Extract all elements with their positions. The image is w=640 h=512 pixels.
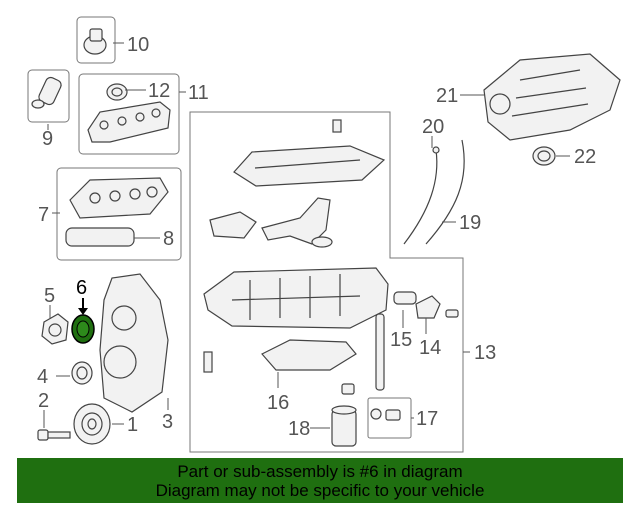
throttle-body-seal-part [532, 146, 556, 166]
box-part-10 [76, 16, 116, 64]
intake-manifold-part [483, 53, 621, 141]
callout-22: 22 [574, 146, 596, 168]
dipstick-part [403, 139, 465, 245]
callout-2: 2 [38, 390, 49, 412]
timing-cover-part [99, 273, 169, 413]
banner-line-2: Diagram may not be specific to your vehi… [155, 481, 485, 500]
oil-cooler-adapter-part [393, 291, 459, 319]
callout-4: 4 [37, 366, 48, 388]
pcv-valve-part [31, 76, 62, 109]
oil-pump-pickup-part [209, 197, 333, 248]
oil-level-sensor-part [341, 313, 385, 395]
callout-9: 9 [42, 128, 53, 150]
intake-manifold-gasket-part [65, 177, 169, 247]
front-housing-part [41, 313, 69, 345]
lower-oil-pan-part [261, 339, 357, 371]
oil-filter-part [331, 405, 357, 447]
callout-3: 3 [162, 411, 173, 433]
box-part-9 [27, 69, 70, 123]
callout-labels: 10 9 12 11 7 8 5 6 4 2 1 3 13 14 15 16 1… [37, 34, 596, 440]
callout-17: 17 [416, 408, 438, 430]
leader-lines [43, 42, 570, 429]
balancer-bolt-part [37, 429, 71, 441]
parts-diagram: 10 9 12 11 7 8 5 6 4 2 1 3 13 14 15 16 1… [27, 16, 621, 453]
callout-8: 8 [163, 228, 174, 250]
part-info-banner: Part or sub-assembly is #6 in diagram Di… [17, 458, 623, 503]
callout-18: 18 [288, 418, 310, 440]
callout-6-highlighted: 6 [76, 277, 87, 299]
callout-13: 13 [474, 342, 496, 364]
box-part-13 [189, 111, 464, 453]
valve-cover-part [87, 83, 171, 143]
crankshaft-seal-part-6 [71, 314, 95, 344]
oil-fill-cap-part [83, 28, 107, 55]
oil-pan-gasket-part [233, 119, 386, 187]
callout-14: 14 [419, 337, 441, 359]
callout-7: 7 [38, 204, 49, 226]
banner-line-1: Part or sub-assembly is #6 in diagram [177, 462, 463, 481]
drain-plug-part [370, 408, 401, 421]
callout-15: 15 [390, 329, 412, 351]
callout-19: 19 [459, 212, 481, 234]
harmonic-balancer-part [73, 403, 111, 445]
callout-10: 10 [127, 34, 149, 56]
callout-20: 20 [422, 116, 444, 138]
callout-21: 21 [436, 85, 458, 107]
box-part-7 [56, 167, 182, 261]
callout-11: 11 [188, 82, 209, 104]
box-part-11 [78, 73, 180, 155]
seal-ring-part [71, 361, 93, 385]
callout-16: 16 [267, 392, 289, 414]
callout-5: 5 [44, 285, 55, 307]
callout-12: 12 [148, 80, 170, 102]
oil-pan-part [203, 267, 389, 329]
callout-1: 1 [127, 414, 138, 436]
bolt-part [203, 351, 213, 373]
